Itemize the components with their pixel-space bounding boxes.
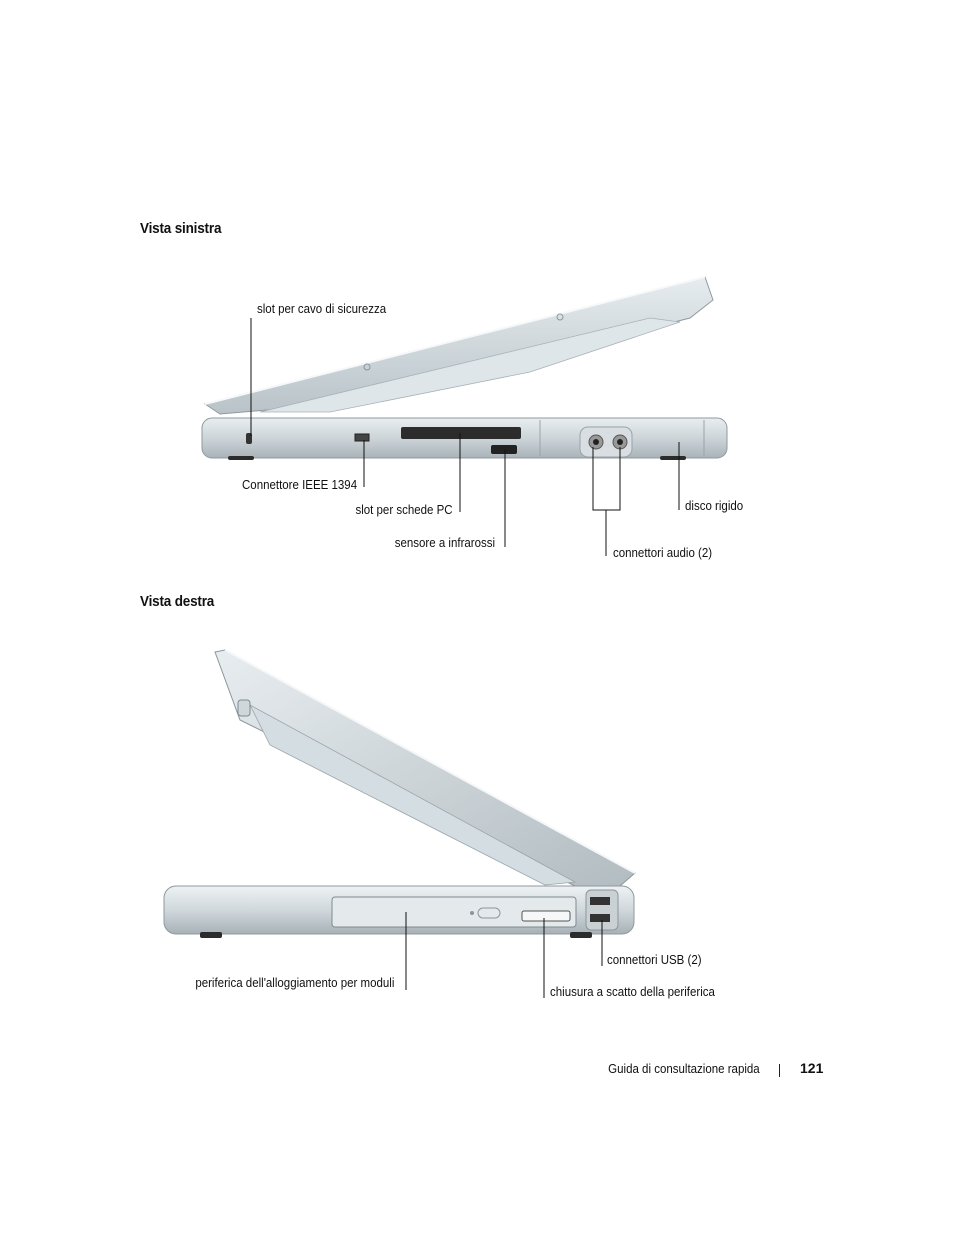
infrared-sensor: [491, 445, 517, 454]
heading-right-view: Vista destra: [140, 593, 215, 610]
callout-usb-connectors: connettori USB (2): [607, 953, 702, 967]
callout-infrared-sensor: sensore a infrarossi: [394, 536, 495, 550]
callout-drive-latch: chiusura a scatto della periferica: [550, 985, 715, 999]
laptop-lid-right: [214, 649, 636, 887]
footer-separator: [779, 1064, 780, 1077]
ieee1394-port: [354, 433, 370, 442]
pc-card-slot: [401, 427, 521, 439]
module-bay-drive: [331, 896, 577, 928]
heading-left-view: Vista sinistra: [140, 220, 222, 237]
callout-ieee1394: Connettore IEEE 1394: [241, 478, 357, 492]
callout-audio-connectors: connettori audio (2): [613, 546, 713, 560]
page-number: 121: [800, 1060, 824, 1076]
callout-module-bay: periferica dell'alloggiamento per moduli: [194, 976, 394, 990]
callout-lines-right: [405, 912, 603, 998]
drive-release-latch: [521, 910, 571, 922]
callout-lines-left: [250, 318, 680, 556]
callout-security-slot: slot per cavo di sicurezza: [257, 302, 387, 316]
audio-connectors: [579, 426, 633, 458]
callout-hard-drive: disco rigido: [685, 499, 744, 513]
callout-pc-card-slot: slot per schede PC: [355, 503, 453, 517]
footer-guide-title: Guida di consultazione rapida: [608, 1062, 760, 1076]
laptop-right-side-illustration: [163, 649, 636, 998]
laptop-left-side-illustration: [201, 276, 728, 556]
laptop-lid: [203, 276, 714, 415]
